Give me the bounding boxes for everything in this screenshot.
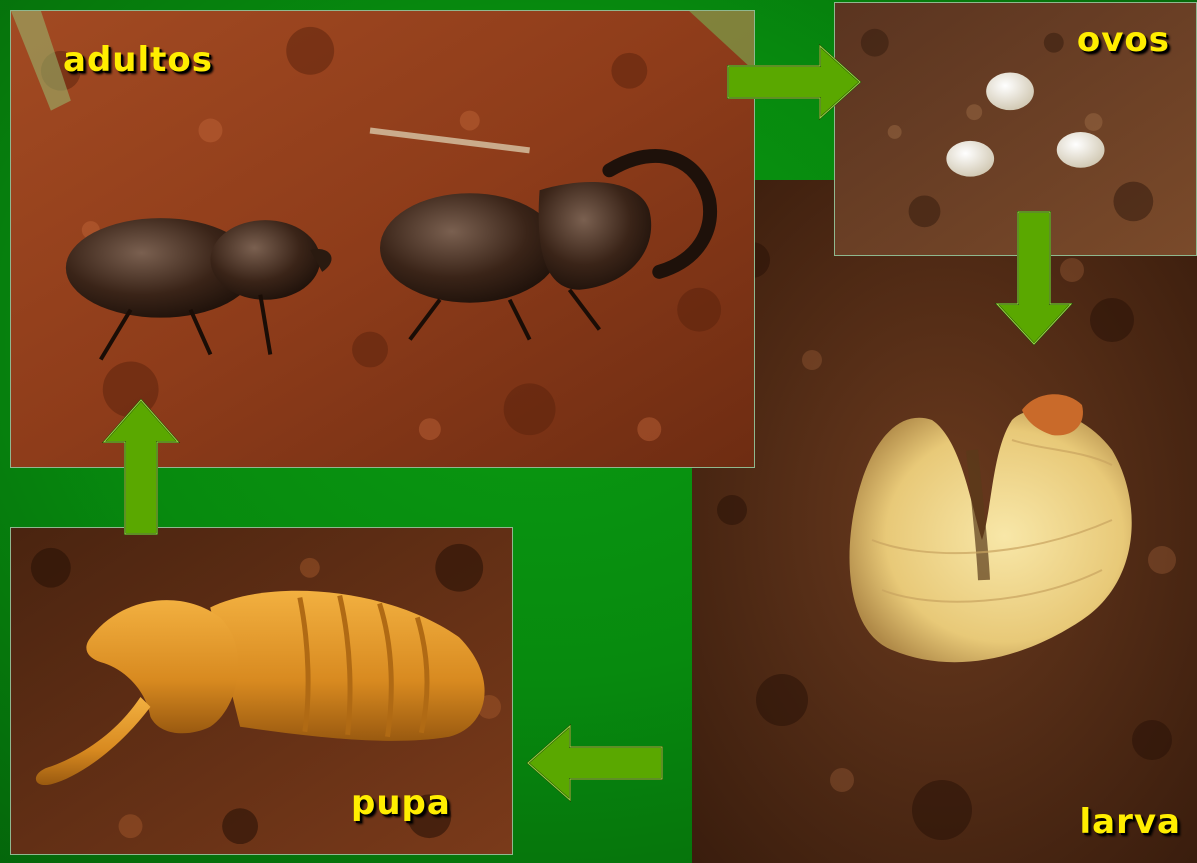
pupa-label: pupa bbox=[351, 786, 451, 820]
larva-photo: larva bbox=[692, 180, 1197, 863]
arrow-adults-to-eggs bbox=[724, 42, 864, 122]
arrow-eggs-to-larva bbox=[993, 208, 1075, 348]
pupa-photo: pupa bbox=[10, 527, 513, 855]
arrow-pupa-to-adults bbox=[100, 396, 182, 538]
larva-label: larva bbox=[1080, 805, 1181, 839]
adults-label: adultos bbox=[63, 43, 213, 77]
arrow-larva-to-pupa bbox=[524, 722, 666, 804]
eggs-label: ovos bbox=[1077, 23, 1170, 57]
